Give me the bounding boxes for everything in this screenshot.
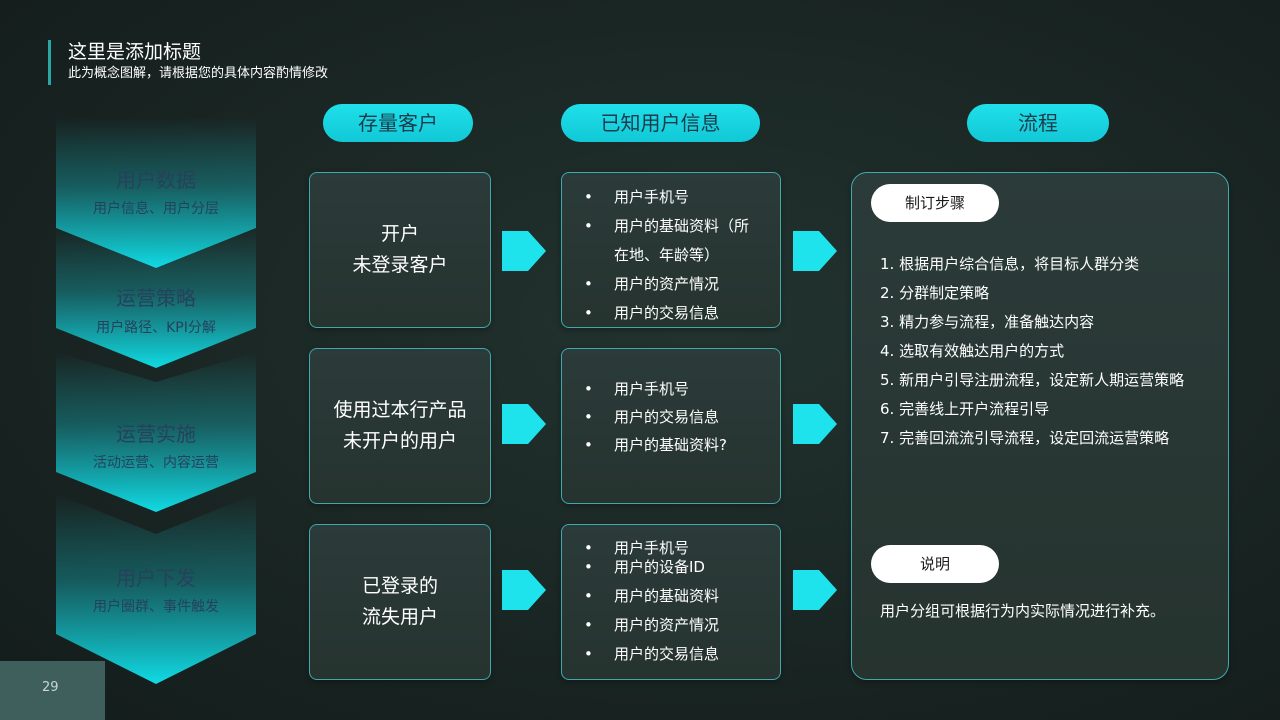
segment-card: 使用过本行产品 未开户的用户 xyxy=(309,348,491,504)
step-item: 5. 新用户引导注册流程，设定新人期运营策略 xyxy=(880,371,1185,389)
note-label-badge: 说明 xyxy=(871,545,999,583)
stage-title: 运营策略 xyxy=(116,286,196,310)
info-item: 用户的基础资料 xyxy=(584,582,719,611)
stage-subtitle: 用户路径、KPI分解 xyxy=(96,320,216,336)
step-item: 4. 选取有效触达用户的方式 xyxy=(880,342,1065,360)
stage-subtitle: 用户信息、用户分层 xyxy=(93,201,219,217)
step-item: 6. 完善线上开户流程引导 xyxy=(880,400,1050,418)
arrow-right-icon xyxy=(793,231,837,271)
segment-line: 已登录的 xyxy=(361,575,438,597)
info-item-continuation: 在地、年龄等） xyxy=(614,246,720,264)
info-item: 用户的资产情况 xyxy=(584,611,719,640)
segment-line: 开户 xyxy=(380,223,419,245)
segment-card: 开户 未登录客户 xyxy=(309,172,491,328)
segment-line: 流失用户 xyxy=(361,606,438,628)
info-item: 用户手机号 xyxy=(584,183,749,212)
stage-operation-implementation: 运营实施 活动运营、内容运营 xyxy=(56,352,256,512)
segment-line: 未开户的用户 xyxy=(342,430,457,452)
segment-line: 未登录客户 xyxy=(352,254,448,276)
info-item: 用户的资产情况 xyxy=(584,270,749,299)
segment-line: 使用过本行产品 xyxy=(333,399,467,421)
steps-label-badge: 制订步骤 xyxy=(871,184,999,222)
step-item: 3. 精力参与流程，准备触达内容 xyxy=(880,313,1095,331)
column-header-known-user-info: 已知用户信息 xyxy=(561,104,760,142)
column-header-existing-customers: 存量客户 xyxy=(323,104,473,142)
info-item: 用户的交易信息 xyxy=(584,640,719,669)
column-header-process: 流程 xyxy=(967,104,1109,142)
page-number: 29 xyxy=(42,680,59,695)
process-panel xyxy=(851,172,1229,680)
info-item: 用户的基础资料? xyxy=(584,431,727,459)
user-info-card: 用户手机号 用户的交易信息 用户的基础资料? xyxy=(561,348,781,504)
page-number-box xyxy=(0,661,105,720)
stage-title: 用户数据 xyxy=(116,168,196,192)
arrow-right-icon xyxy=(793,404,837,444)
step-item: 1. 根据用户综合信息，将目标人群分类 xyxy=(880,255,1140,273)
info-item: 用户的基础资料（所 xyxy=(584,212,749,241)
arrow-right-icon xyxy=(502,570,546,610)
info-item: 用户手机号 xyxy=(584,375,727,403)
user-info-card: 用户手机号 用户的设备ID 用户的基础资料 用户的资产情况 用户的交易信息 xyxy=(561,524,781,680)
page-subtitle: 此为概念图解，请根据您的具体内容酌情修改 xyxy=(68,66,329,81)
info-item: 用户的设备ID xyxy=(584,558,719,577)
info-item: 用户手机号 xyxy=(584,539,719,558)
step-item: 2. 分群制定策略 xyxy=(880,284,990,302)
page-title: 这里是添加标题 xyxy=(68,41,202,63)
arrow-right-icon xyxy=(793,570,837,610)
title-accent-bar xyxy=(48,40,51,85)
step-item: 7. 完善回流流引导流程，设定回流运营策略 xyxy=(880,429,1170,447)
arrow-right-icon xyxy=(502,404,546,444)
stage-user-data: 用户数据 用户信息、用户分层 xyxy=(56,118,256,268)
stage-subtitle: 活动运营、内容运营 xyxy=(93,455,219,471)
info-item: 用户的交易信息 xyxy=(584,403,727,431)
user-info-card: 用户手机号 用户的基础资料（所 在地、年龄等） 用户的资产情况 用户的交易信息 xyxy=(561,172,781,328)
arrow-right-icon xyxy=(502,231,546,271)
stage-subtitle: 用户圈群、事件触发 xyxy=(93,599,219,615)
stage-title: 用户下发 xyxy=(116,566,196,590)
stage-user-dispatch: 用户下发 用户圈群、事件触发 xyxy=(56,494,256,684)
stage-title: 运营实施 xyxy=(116,422,196,446)
info-item: 用户的交易信息 xyxy=(584,299,749,328)
segment-card: 已登录的 流失用户 xyxy=(309,524,491,680)
note-text: 用户分组可根据行为内实际情况进行补充。 xyxy=(880,602,1166,620)
stage-operation-strategy: 运营策略 用户路径、KPI分解 xyxy=(56,228,256,368)
steps-list: 1. 根据用户综合信息，将目标人群分类 2. 分群制定策略 3. 精力参与流程，… xyxy=(880,250,1184,453)
